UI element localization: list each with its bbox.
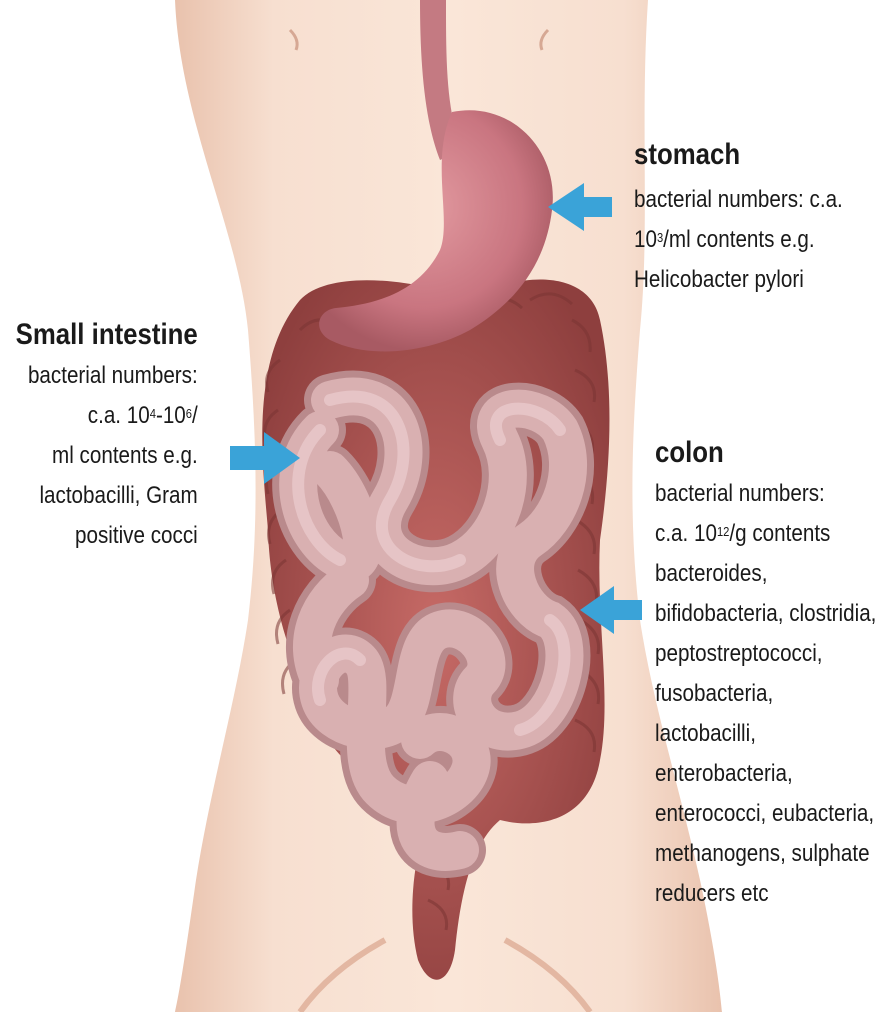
stomach-line-3: Helicobacter pylori <box>634 260 843 300</box>
small-intestine-exponent-low: 4 <box>150 406 156 421</box>
colon-line-6: fusobacteria, <box>655 674 876 714</box>
small-intestine-line-2: c.a. 104-106/ <box>16 396 198 436</box>
small-intestine-line-1: bacterial numbers: <box>16 356 198 396</box>
colon-line-9: enterococci, eubacteria, <box>655 794 876 834</box>
colon-count-exponent: 12 <box>717 524 729 539</box>
colon-line-2: c.a. 1012/g contents <box>655 514 876 554</box>
stomach-line-2: 103/ml contents e.g. <box>634 220 843 260</box>
small-intestine-title: Small intestine <box>16 318 198 352</box>
small-intestine-label: Small intestine bacterial numbers: c.a. … <box>0 318 198 556</box>
small-intestine-exponent-high: 6 <box>186 406 192 421</box>
small-intestine-line-3: ml contents e.g. <box>16 436 198 476</box>
small-intestine-line-5: positive cocci <box>16 516 198 556</box>
stomach-count-base: 10 <box>634 226 657 253</box>
stomach-label: stomach bacterial numbers: c.a. 103/ml c… <box>634 138 877 300</box>
stomach-count-unit: /ml contents e.g. <box>663 226 814 253</box>
colon-line-10: methanogens, sulphate <box>655 834 876 874</box>
stomach-count-exponent: 3 <box>657 230 663 245</box>
small-intestine-count-slash: / <box>192 402 198 429</box>
colon-line-11: reducers etc <box>655 874 876 914</box>
small-intestine-count-mid: -10 <box>156 402 186 429</box>
colon-line-4: bifidobacteria, clostridia, <box>655 594 876 634</box>
colon-description: bacterial numbers: c.a. 1012/g contents … <box>655 474 876 914</box>
colon-count-base: c.a. 10 <box>655 520 717 547</box>
small-intestine-description: bacterial numbers: c.a. 104-106/ ml cont… <box>16 356 198 556</box>
stomach-title: stomach <box>634 138 843 172</box>
colon-label: colon bacterial numbers: c.a. 1012/g con… <box>655 436 896 914</box>
colon-line-8: enterobacteria, <box>655 754 876 794</box>
colon-line-3: bacteroides, <box>655 554 876 594</box>
colon-count-unit: /g contents <box>729 520 830 547</box>
stomach-description: bacterial numbers: c.a. 103/ml contents … <box>634 180 843 300</box>
colon-line-5: peptostreptococci, <box>655 634 876 674</box>
stomach-line-1: bacterial numbers: c.a. <box>634 180 843 220</box>
colon-line-1: bacterial numbers: <box>655 474 876 514</box>
colon-line-7: lactobacilli, <box>655 714 876 754</box>
small-intestine-count-base: c.a. 10 <box>88 402 150 429</box>
colon-title: colon <box>655 436 876 470</box>
small-intestine-line-4: lactobacilli, Gram <box>16 476 198 516</box>
